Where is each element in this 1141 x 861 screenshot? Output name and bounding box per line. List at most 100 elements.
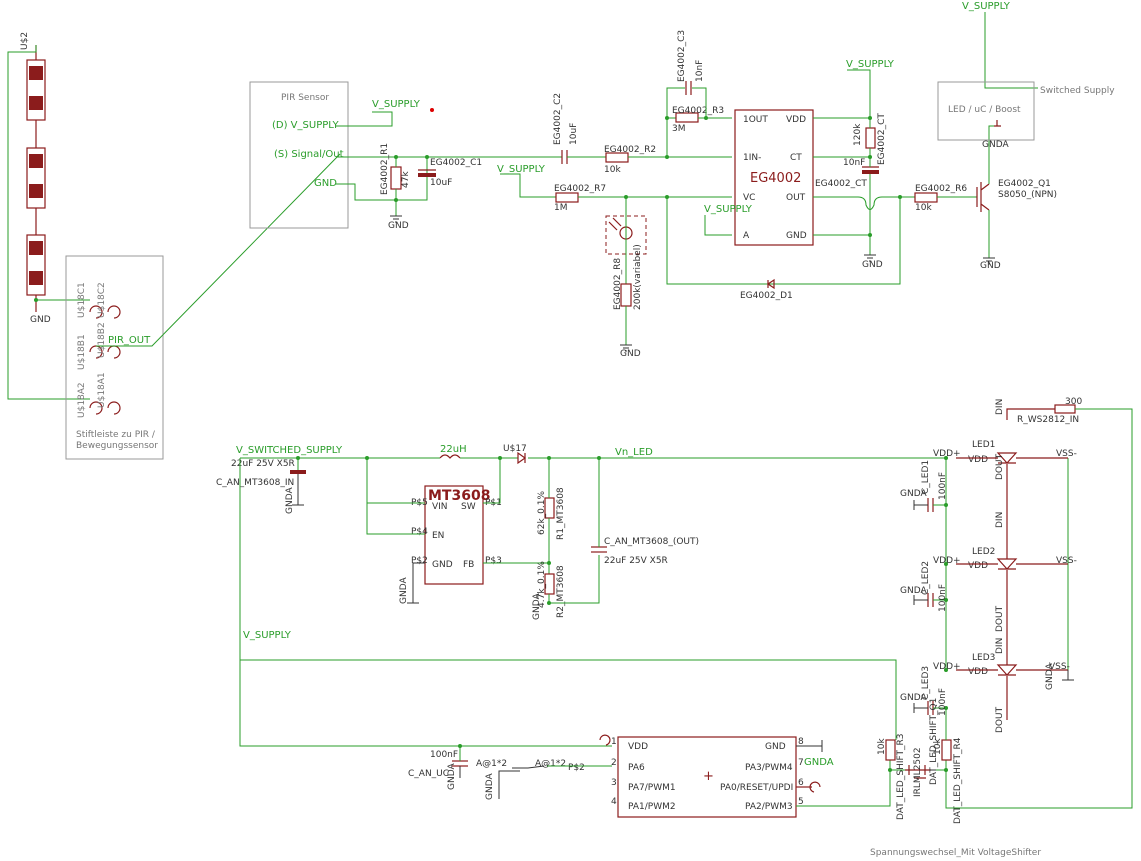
- mt3608-r1-value: 62k_0.1%: [537, 491, 547, 535]
- led3-name: LED3: [972, 653, 995, 663]
- shifter-note: Spannungswechsel_Mit VoltageShifter: [870, 848, 1041, 858]
- uc-num-left-2: 3: [611, 778, 617, 788]
- uc-num-right-3: 5: [798, 797, 804, 807]
- pir-vsupply-net: V_SUPPLY: [372, 99, 421, 110]
- uc-cap-name: C_AN_UC: [408, 769, 449, 779]
- eg-pin1: 1OUT: [743, 115, 768, 125]
- uc-pin-left-2: PA7/PWM1: [628, 783, 676, 793]
- switched-box-label: LED / uC / Boost: [948, 105, 1021, 115]
- uc-num-left-0: 1: [611, 737, 617, 747]
- led2-gnda: GNDA: [900, 586, 927, 596]
- eg-chip-name: EG4002: [750, 171, 801, 186]
- uc-jumper-1: A@1*2: [476, 759, 507, 769]
- r6-value: 10k: [915, 203, 932, 213]
- r1-gnd: GND: [388, 221, 409, 231]
- eg-vsupply-net-1: V_SUPPLY: [497, 164, 546, 175]
- r6-name: EG4002_R6: [915, 184, 967, 194]
- switched-title: Switched Supply: [1040, 86, 1115, 96]
- cout-name: C_AN_MT3608_(OUT): [604, 537, 699, 547]
- strip-top-label: U$2: [20, 32, 30, 50]
- r3-name: EG4002_R3: [672, 106, 724, 116]
- controller-section: V_SUPPLY VDD PA6 PA7/PWM1 PA1/PWM2 GND P…: [239, 458, 1041, 858]
- led3-cap-value: 100nF: [938, 688, 948, 716]
- pir-pin-gnd: GND: [314, 178, 337, 189]
- q1-name: EG4002_Q1: [998, 179, 1051, 189]
- c2-value: 10uF: [569, 123, 579, 145]
- cout-value: 22uF 25V X5R: [604, 556, 668, 566]
- pir-sensor: PIR Sensor (D) V_SUPPLY (S) Signal/Out G…: [249, 81, 556, 229]
- rct-name: EG4002_CT: [877, 113, 887, 165]
- eg-pin8: VDD: [786, 115, 806, 125]
- uc-pin-right-0: GND: [765, 742, 786, 752]
- uc-vsupply-net: V_SUPPLY: [243, 630, 292, 641]
- led1-vss: VSS-: [1056, 449, 1077, 459]
- uc-num-right-2: 6: [798, 778, 804, 788]
- led2-name: LED2: [972, 547, 995, 557]
- uc-num-left-1: 2: [611, 758, 617, 768]
- led3-dout: DOUT: [995, 706, 1005, 733]
- d1-name: EG4002_D1: [740, 291, 793, 301]
- mt3608-r2-gnda: GNDA: [532, 593, 542, 620]
- led2-vdd: VDD+: [933, 556, 961, 566]
- mt3608-vin: VIN: [432, 502, 448, 512]
- c3-name: EG4002_C3: [677, 30, 687, 82]
- r1-name: EG4002_R1: [380, 143, 390, 195]
- mt3608-r2-name: R2_MT3608: [556, 565, 566, 618]
- led2-vss: VSS-: [1056, 556, 1077, 566]
- r8-gnd: GND: [620, 349, 641, 359]
- cin-value: 22uF 25V X5R: [231, 459, 295, 469]
- pir-pin-signal: (S) Signal/Out: [274, 149, 344, 160]
- led1-vdd-pin: VDD: [968, 455, 988, 465]
- led3-vss: VSS-: [1049, 662, 1070, 672]
- r8-value: 200k(variabel): [633, 244, 643, 310]
- uc-pin-left-3: PA1/PWM2: [628, 802, 676, 812]
- led3-cap-name: C_LED3: [921, 666, 931, 700]
- eg-pin7: CT: [790, 153, 802, 163]
- uc-center-mark: +: [703, 769, 714, 784]
- led1-gnda: GNDA: [900, 489, 927, 499]
- eg-pin3: VC: [743, 193, 755, 203]
- boost-inductor-value: 22uH: [440, 444, 467, 455]
- boost-vswitched-net: V_SWITCHED_SUPPLY: [236, 445, 343, 456]
- led1-dout: DOUT: [995, 453, 1005, 480]
- eg-vsupply-net-pin4: V_SUPPLY: [704, 204, 753, 215]
- uc-num-right-1: 7: [798, 758, 804, 768]
- left-connector-strip: U$2 GND: [7, 32, 90, 400]
- mt3608-p2: P$2: [411, 556, 428, 566]
- shift-r3-value: 10k: [877, 738, 887, 755]
- eg-pin5: GND: [786, 231, 807, 241]
- led2-cap-value: 100nF: [938, 584, 948, 612]
- eg-pin6: OUT: [786, 193, 806, 203]
- pir-out-net-label: PIR_OUT: [108, 335, 151, 346]
- mt3608-gnd: GND: [432, 560, 453, 570]
- r7-value: 1M: [554, 203, 568, 213]
- uc-p2-label: P$2: [568, 763, 585, 773]
- mt3608-name: MT3608: [428, 488, 490, 504]
- pir-box-title: PIR Sensor: [281, 93, 329, 103]
- cin-gnda: GNDA: [285, 487, 295, 514]
- pin-a1-label: U$18A1: [97, 372, 107, 408]
- eg4002-section: EG4002_R1 47k GND EG4002_C1 10uF V_SUPPL…: [380, 30, 1057, 359]
- uc-pin-right-1: PA3/PWM4: [745, 763, 793, 773]
- pin-a2-label: U$18A2: [77, 382, 87, 418]
- mt3608-fb: FB: [463, 560, 474, 570]
- led3-gnda-cap: GNDA: [900, 693, 927, 703]
- led2-cap-name: C_LED2: [921, 561, 931, 595]
- pin-c2-label: U$18C2: [97, 282, 107, 318]
- uc-pin-right-3: PA2/PWM3: [745, 802, 793, 812]
- pin-b2-label: U$18B2: [97, 322, 107, 358]
- led1-cap-value: 100nF: [938, 472, 948, 500]
- ct-label: EG4002_CT: [815, 179, 867, 189]
- pin-b1-label: U$18B1: [77, 334, 87, 370]
- strip-gnd-label: GND: [30, 315, 51, 325]
- uc-pin-right-2: PA0/RESET/UPDI: [720, 783, 793, 793]
- led1-vdd: VDD+: [933, 449, 961, 459]
- eg-pin2: 1IN-: [743, 153, 761, 163]
- uc-num-left-3: 4: [611, 797, 617, 807]
- eg-gnd: GND: [862, 260, 883, 270]
- rct-value: 120k: [853, 123, 863, 146]
- uc-pin-left-1: PA6: [628, 763, 645, 773]
- q1-value: S8050_(NPN): [998, 190, 1057, 200]
- uc-pin-left-0: VDD: [628, 742, 648, 752]
- c3-value: 10nF: [695, 60, 705, 82]
